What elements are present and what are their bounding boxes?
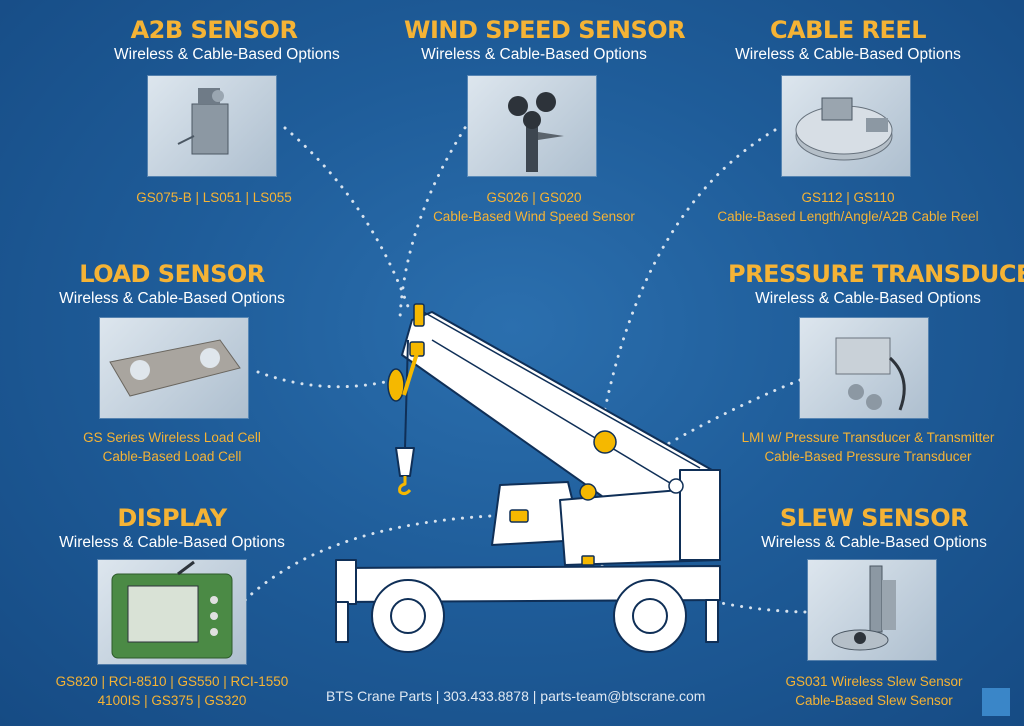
load-subtitle: Wireless & Cable-Based Options (59, 290, 285, 307)
front-bumper (335, 559, 357, 605)
pressure-marker (579, 483, 597, 501)
wind-model-line-1: GS026 | GS020 (486, 190, 582, 205)
display-marker (509, 509, 529, 523)
reel-models: GS112 | GS110 Cable-Based Length/Angle/A… (712, 188, 984, 226)
corner-badge (982, 688, 1010, 716)
wind-title: WIND SPEED SENSOR (404, 16, 686, 44)
reel-sensor-photo (782, 76, 910, 176)
pressure-model-line-2: Cable-Based Pressure Transducer (764, 449, 972, 464)
load-title: LOAD SENSOR (79, 260, 265, 288)
wind-models: GS026 | GS020 Cable-Based Wind Speed Sen… (404, 188, 664, 226)
display-title: DISPLAY (117, 504, 227, 532)
reel-model-line-2: Cable-Based Length/Angle/A2B Cable Reel (717, 209, 979, 224)
a2b-sensor-photo (148, 76, 276, 176)
slew-sensor-photo (808, 560, 936, 660)
outrigger-left (335, 601, 349, 643)
connector-wind (398, 118, 472, 320)
pressure-model-line-1: LMI w/ Pressure Transducer & Transmitter (741, 430, 995, 445)
connector-reel (598, 128, 777, 437)
a2b-sensor-block: A2B SENSOR Wireless & Cable-Based Option… (114, 16, 340, 66)
slew-model-line-1: GS031 Wireless Slew Sensor (785, 674, 963, 689)
reel-subtitle: Wireless & Cable-Based Options (735, 46, 961, 63)
hook-block (395, 447, 415, 477)
display-photo (98, 560, 246, 664)
pressure-sensor-block: PRESSURE TRANSDUCER Wireless & Cable-Bas… (728, 260, 1024, 310)
connector-load (256, 370, 387, 389)
wind-sensor-block: WIND SPEED SENSOR Wireless & Cable-Based… (404, 16, 686, 66)
reel-title: CABLE REEL (769, 16, 927, 44)
footer-contact: BTS Crane Parts | 303.433.8878 | parts-t… (326, 688, 706, 704)
load-models: GS Series Wireless Load Cell Cable-Based… (52, 428, 292, 466)
load-sensor-photo (100, 318, 248, 418)
pressure-subtitle: Wireless & Cable-Based Options (755, 290, 981, 307)
a2b-title: A2B SENSOR (130, 16, 298, 44)
load-model-line-1: GS Series Wireless Load Cell (83, 430, 261, 445)
display-subtitle: Wireless & Cable-Based Options (59, 534, 285, 551)
reel-marker (593, 430, 617, 454)
slew-sensor-block: SLEW SENSOR Wireless & Cable-Based Optio… (744, 504, 1004, 554)
slew-models: GS031 Wireless Slew Sensor Cable-Based S… (744, 672, 1004, 710)
reel-sensor-block: CABLE REEL Wireless & Cable-Based Option… (718, 16, 978, 66)
hook (398, 476, 412, 496)
outrigger-right (705, 599, 719, 643)
a2b-models: GS075-B | LS051 | LS055 (114, 188, 314, 207)
display-models: GS820 | RCI-8510 | GS550 | RCI-1550 4100… (42, 672, 302, 710)
a2b-subtitle: Wireless & Cable-Based Options (114, 46, 340, 63)
reel-model-line-1: GS112 | GS110 (801, 190, 895, 205)
pressure-sensor-photo (800, 318, 928, 418)
slew-title: SLEW SENSOR (779, 504, 969, 532)
display-block: DISPLAY Wireless & Cable-Based Options (52, 504, 292, 554)
connector-pressure (586, 378, 802, 494)
load-marker (387, 368, 405, 402)
slew-subtitle: Wireless & Cable-Based Options (761, 534, 987, 551)
boom-pivot-marker (668, 478, 684, 494)
pressure-title: PRESSURE TRANSDUCER (728, 260, 1024, 288)
pressure-models: LMI w/ Pressure Transducer & Transmitter… (728, 428, 1008, 466)
wind-model-line-2: Cable-Based Wind Speed Sensor (433, 209, 635, 224)
slew-model-line-2: Cable-Based Slew Sensor (795, 693, 953, 708)
display-model-line-1: GS820 | RCI-8510 | GS550 | RCI-1550 (55, 674, 289, 689)
a2b-model-line: GS075-B | LS051 | LS055 (136, 190, 292, 205)
a2b-marker (413, 303, 425, 327)
connector-a2b (283, 126, 412, 314)
connector-display (243, 513, 517, 602)
display-model-line-2: 4100IS | GS375 | GS320 (97, 693, 247, 708)
counterweight (679, 469, 721, 561)
slew-marker (581, 555, 595, 566)
load-model-line-2: Cable-Based Load Cell (102, 449, 242, 464)
wind-subtitle: Wireless & Cable-Based Options (421, 46, 647, 63)
load-sensor-block: LOAD SENSOR Wireless & Cable-Based Optio… (52, 260, 292, 310)
wind-sensor-photo (468, 76, 596, 176)
